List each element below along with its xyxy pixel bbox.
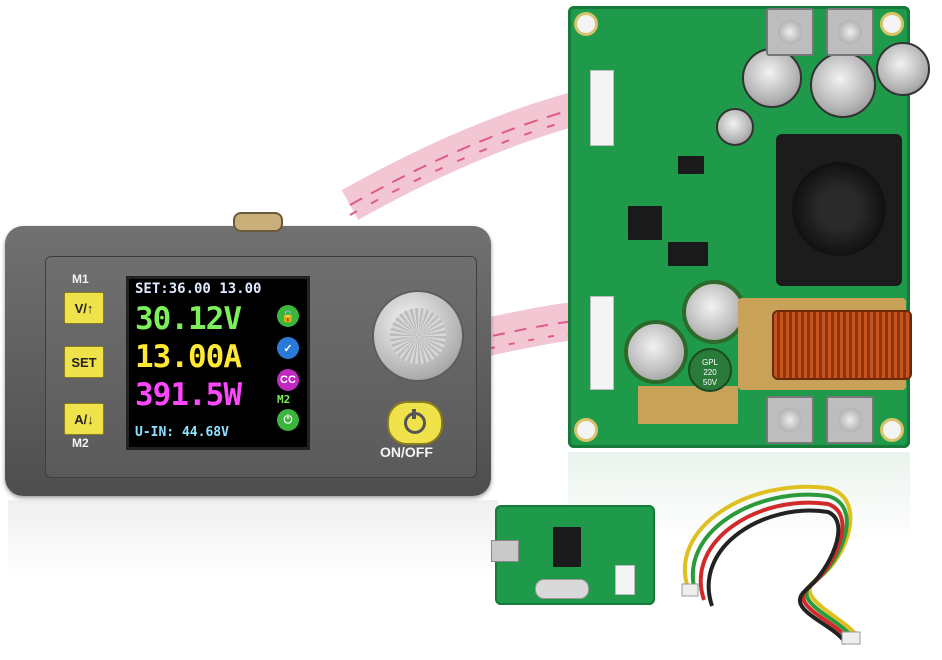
cc-mode-badge: CC	[277, 369, 299, 391]
usb-module-board	[491, 505, 655, 605]
ribbon-connector	[590, 296, 614, 390]
capacitor	[876, 42, 930, 96]
capacitor	[810, 52, 876, 118]
ic-chip	[678, 156, 704, 174]
rotary-knob[interactable]	[372, 290, 464, 382]
m2-label: M2	[72, 436, 89, 450]
module-connector	[615, 565, 635, 595]
capacitor	[624, 320, 688, 384]
mount-hole	[880, 418, 904, 442]
power-on-icon: ⏻	[277, 409, 299, 431]
cooling-fan	[776, 134, 902, 286]
capacitor-label-line: 50V	[702, 378, 718, 387]
input-voltage: U-IN: 44.68V	[135, 425, 229, 440]
power-icon	[404, 409, 426, 434]
capacitor	[682, 280, 746, 344]
mount-hole	[880, 12, 904, 36]
ribbon-connector	[590, 70, 614, 146]
ic-chip	[553, 527, 581, 567]
fan-blade	[792, 162, 886, 256]
set-values: SET:36.00 13.00	[135, 281, 262, 297]
capacitor-label-line: 220	[703, 368, 717, 377]
screw-terminal	[766, 8, 814, 56]
inductor-coil	[772, 310, 912, 380]
set-button[interactable]: SET	[64, 346, 104, 378]
ic-chip	[668, 242, 708, 266]
crystal-oscillator	[535, 579, 589, 599]
ic-chip	[628, 206, 662, 240]
micro-usb-port	[491, 540, 519, 562]
output-power: 391.5W	[135, 377, 242, 413]
current-down-button[interactable]: A/↓	[64, 403, 104, 435]
shunt-resistor	[638, 386, 738, 424]
power-label: ON/OFF	[380, 444, 433, 460]
screw-terminal	[766, 396, 814, 444]
mount-hole	[574, 12, 598, 36]
output-current: 13.00A	[135, 339, 242, 375]
power-button[interactable]	[387, 401, 443, 445]
knob-grip	[390, 308, 446, 364]
wire-harness	[681, 484, 861, 646]
capacitor	[716, 108, 754, 146]
voltage-up-button[interactable]: V/↑	[64, 292, 104, 324]
mount-hole	[574, 418, 598, 442]
capacitor-label-line: GPL	[701, 358, 718, 367]
m1-label: M1	[72, 272, 89, 286]
unlock-icon: 🔓	[277, 305, 299, 327]
mount-tab	[233, 212, 283, 232]
screw-terminal	[826, 396, 874, 444]
output-voltage: 30.12V	[135, 301, 242, 337]
screw-terminal	[826, 8, 874, 56]
check-icon: ✓	[277, 337, 299, 359]
memory-indicator: M2	[277, 393, 291, 406]
lcd-screen: SET:36.00 13.00 30.12V 13.00A 391.5W U-I…	[126, 276, 310, 450]
capacitor-label: GPL 220 50V	[688, 348, 732, 392]
meter-reflection	[8, 500, 498, 580]
capacitor	[742, 48, 802, 108]
